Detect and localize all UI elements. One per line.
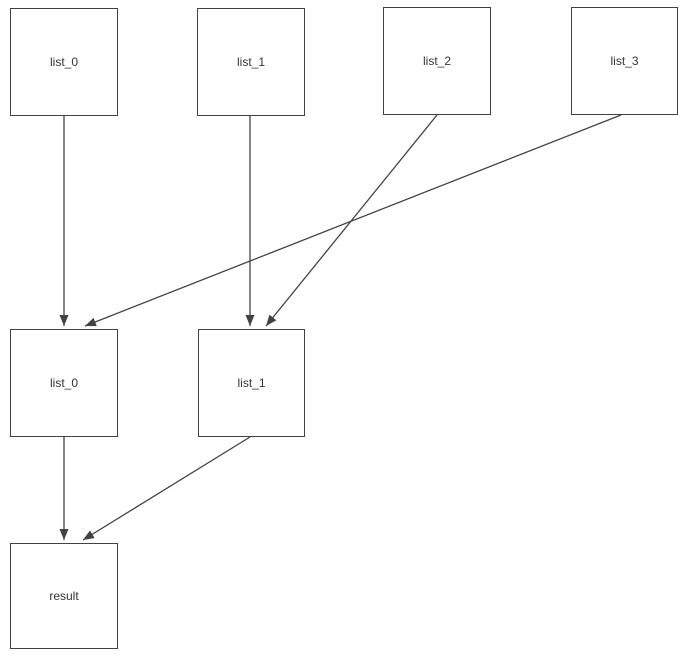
node-result-label: result (49, 589, 79, 603)
node-list_1_mid-label: list_1 (237, 376, 266, 390)
node-list_0_top-label: list_0 (49, 55, 78, 69)
node-list_1_mid[interactable]: list_1 (198, 329, 305, 437)
node-list_3_top[interactable]: list_3 (571, 7, 678, 115)
edge-list_1_mid-to-result (82, 436, 251, 541)
node-list_0_top[interactable]: list_0 (10, 8, 118, 116)
node-list_3_top-label: list_3 (610, 54, 639, 68)
edge-list_3_top-to-list_0_mid (84, 114, 622, 327)
node-list_2_top-label: list_2 (422, 54, 451, 68)
node-list_1_top-label: list_1 (236, 55, 265, 69)
node-list_2_top[interactable]: list_2 (383, 7, 491, 115)
node-result[interactable]: result (10, 543, 118, 649)
node-list_0_mid-label: list_0 (49, 376, 78, 390)
node-list_1_top[interactable]: list_1 (197, 8, 305, 116)
node-list_0_mid[interactable]: list_0 (10, 329, 118, 437)
